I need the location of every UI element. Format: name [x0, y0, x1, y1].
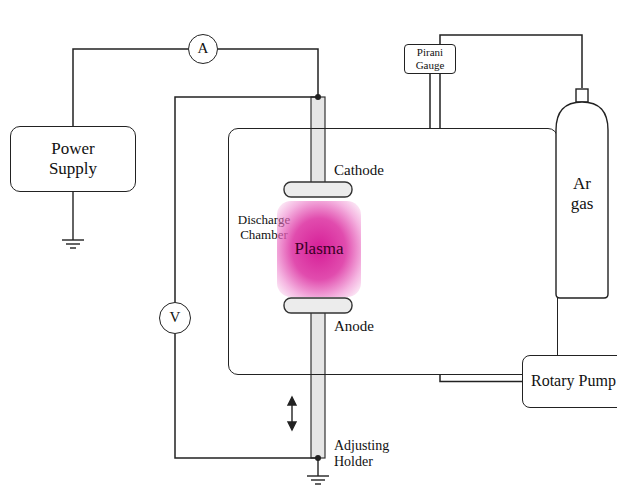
- wire-connector: [73, 49, 188, 126]
- plasma-glow: Plasma: [277, 201, 361, 297]
- discharge-chamber: Discharge ChamberPlasma: [228, 128, 558, 375]
- node-text: Plasma: [294, 239, 343, 259]
- gas-cylinder: Ar gas: [552, 88, 612, 300]
- wire-connector: [175, 334, 318, 458]
- pirani-gauge-box: Pirani Gauge: [404, 44, 456, 74]
- cathode-rod: [311, 97, 325, 183]
- electrode-label: Cathode: [334, 162, 384, 179]
- node-text: A: [198, 40, 209, 57]
- power-supply-box: Power Supply: [10, 126, 136, 192]
- node-text: Pirani Gauge: [408, 46, 452, 71]
- node-text: Power Supply: [28, 139, 118, 178]
- electrode-label: Anode: [334, 318, 374, 335]
- wire-connector: [218, 49, 318, 97]
- voltmeter-circle: V: [159, 302, 191, 334]
- rotary-pump-box: Rotary Pump: [522, 355, 617, 408]
- adjust-arrow: [288, 397, 296, 430]
- holder-label: Adjusting Holder: [334, 438, 404, 470]
- cathode-electrode: [284, 182, 352, 197]
- node-text: V: [170, 309, 181, 326]
- node-text: Ar gas: [565, 174, 599, 213]
- ground-symbol: [62, 192, 84, 248]
- ground-symbol: [307, 458, 329, 484]
- wire-connector: [430, 74, 431, 128]
- node-text: Rotary Pump: [531, 372, 616, 390]
- wire-connector: [440, 375, 522, 382]
- ammeter-circle: A: [188, 34, 218, 64]
- anode-rod: [311, 312, 325, 458]
- anode-electrode: [284, 298, 352, 313]
